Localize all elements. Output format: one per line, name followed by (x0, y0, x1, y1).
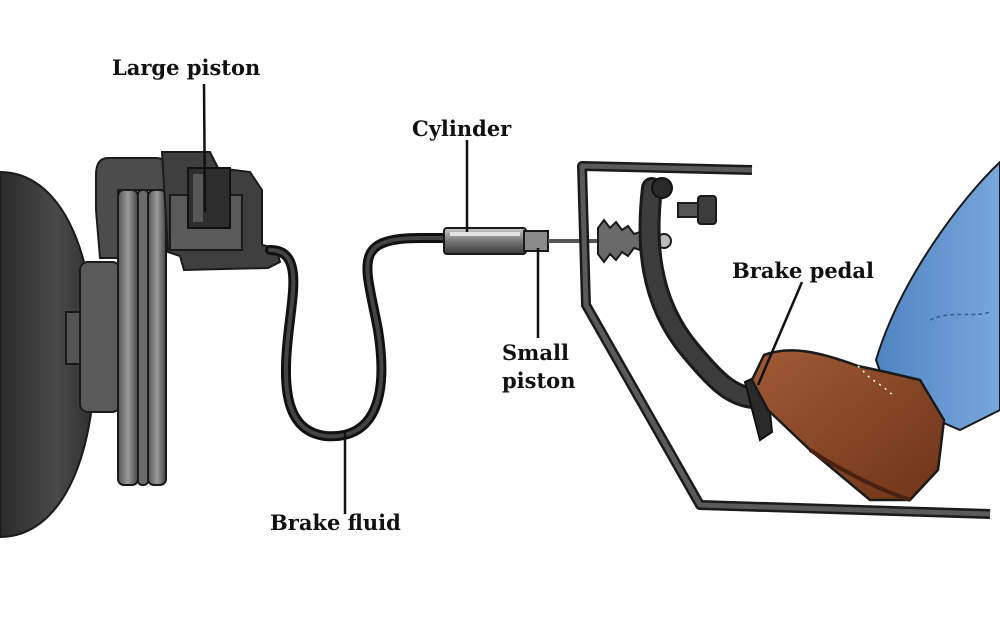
cylinder-label: Cylinder (412, 116, 512, 141)
small-piston-label-line1: Small (502, 340, 569, 365)
brake-fluid-label: Brake fluid (270, 510, 401, 535)
brake-pedal-label: Brake pedal (732, 258, 874, 283)
leader-lines (202, 83, 804, 514)
large-piston (187, 167, 231, 229)
master-cylinder (443, 227, 527, 255)
driver-boot (750, 349, 946, 502)
brake-fluid-line (265, 233, 451, 442)
brake-pedal-arm (638, 177, 763, 409)
small-piston-label-line2: piston (502, 368, 576, 393)
pedal-bracket (577, 161, 991, 519)
small-piston (523, 230, 598, 252)
brake-disc (117, 189, 167, 486)
large-piston-label: Large piston (112, 55, 261, 80)
wheel (0, 170, 121, 539)
